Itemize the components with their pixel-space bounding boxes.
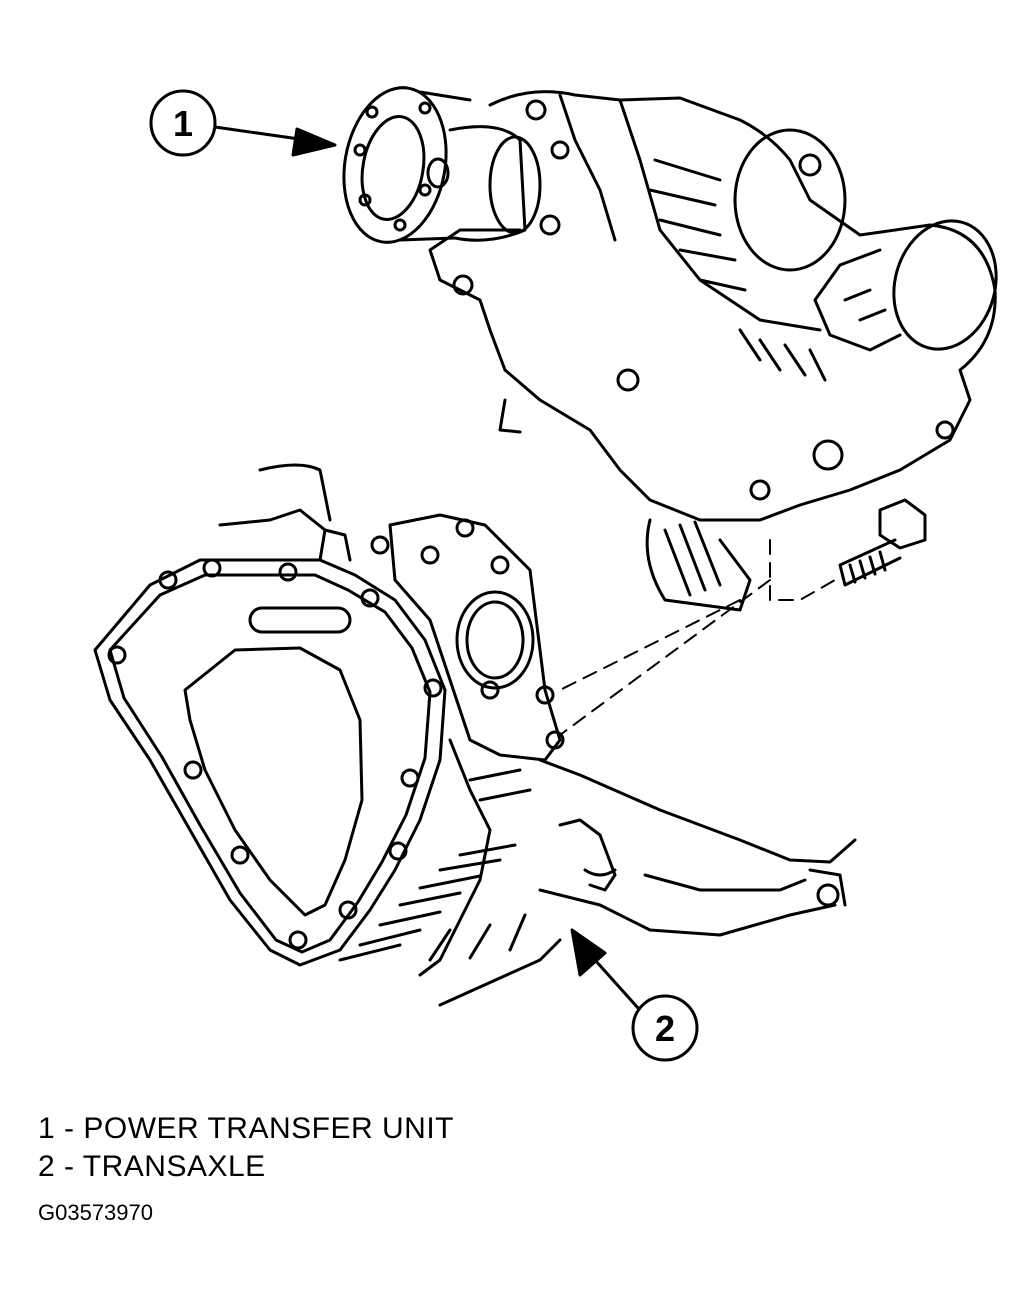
transaxle-drawing bbox=[93, 463, 857, 1007]
legend-item-1: 1 - POWER TRANSFER UNIT bbox=[38, 1112, 454, 1145]
mounting-bolt-drawing bbox=[838, 498, 927, 587]
callout-circle-2 bbox=[631, 994, 699, 1062]
callout-number-2: 2 bbox=[655, 1008, 675, 1049]
power-transfer-unit-drawing bbox=[342, 86, 998, 612]
callout-2 bbox=[570, 928, 699, 1062]
alignment-lines bbox=[559, 539, 836, 736]
leader-arrowhead-2 bbox=[570, 928, 607, 977]
figure-id: G03573970 bbox=[38, 1200, 153, 1225]
callout-number-1: 1 bbox=[173, 103, 193, 144]
leader-arrowhead-1 bbox=[291, 127, 337, 157]
leader-arrow-2 bbox=[593, 958, 640, 1010]
callout-1 bbox=[149, 89, 337, 157]
exploded-assembly-diagram: 1 2 bbox=[93, 86, 998, 1062]
callout-circle-1 bbox=[149, 89, 217, 157]
legend-item-2: 2 - TRANSAXLE bbox=[38, 1150, 266, 1183]
legend: 1 - POWER TRANSFER UNIT 2 - TRANSAXLE bbox=[38, 1110, 454, 1186]
